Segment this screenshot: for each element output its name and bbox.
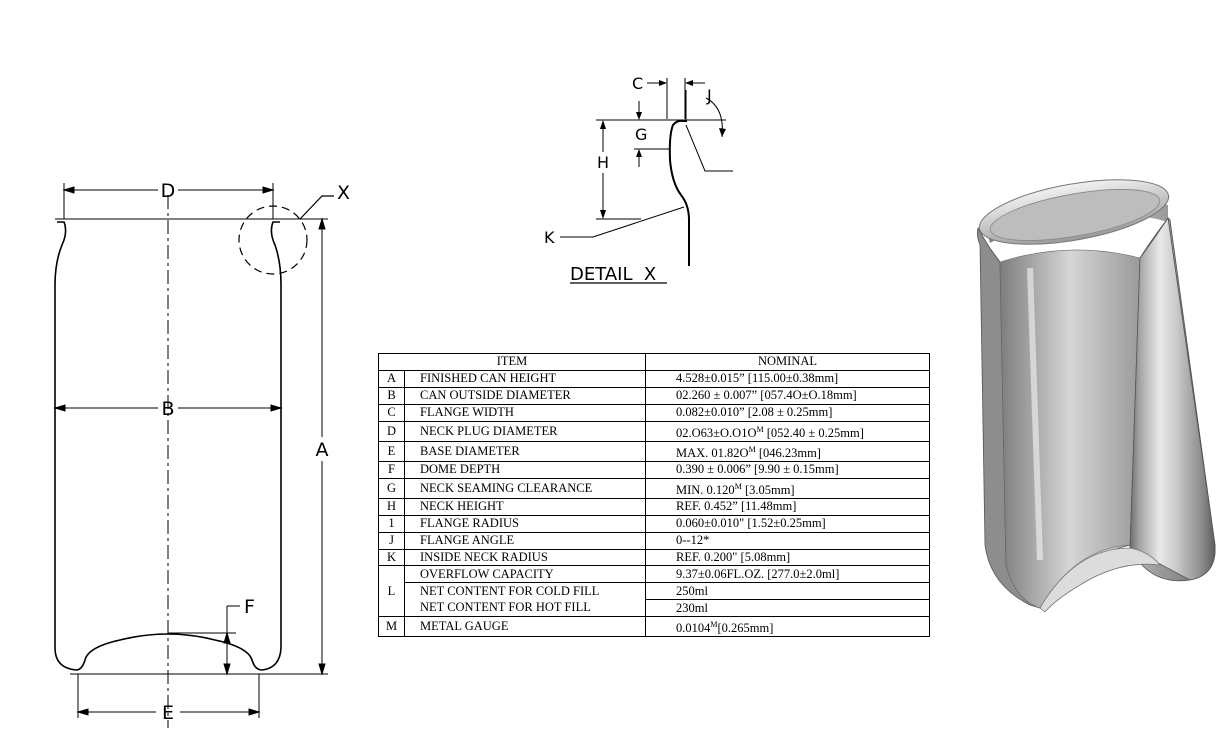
spec-item: INSIDE NECK RADIUS <box>404 548 646 567</box>
can-3d-render <box>976 179 1216 613</box>
spec-letter: L <box>378 565 405 618</box>
spec-letter: J <box>378 531 405 550</box>
dim-label-a: A <box>316 439 329 461</box>
spec-value: 0.082±0.010” [2.08 ± 0.25mm] <box>645 403 930 422</box>
spec-item: NET CONTENT FOR HOT FILL <box>404 599 646 617</box>
detail-label-h: H <box>597 153 609 172</box>
spec-letter: D <box>378 420 405 442</box>
spec-letter: F <box>378 460 405 479</box>
dimension-e <box>76 674 261 718</box>
spec-item: METAL GAUGE <box>404 616 646 638</box>
spec-item: DOME DEPTH <box>404 460 646 479</box>
spec-letter: K <box>378 548 405 567</box>
spec-item: FLANGE WIDTH <box>404 403 646 422</box>
header-nominal: NOMINAL <box>645 353 930 371</box>
spec-item: CAN OUTSIDE DIAMETER <box>404 386 646 405</box>
spec-item: NECK PLUG DIAMETER <box>404 420 646 442</box>
table-header-row: ITEM NOMINAL <box>378 353 930 371</box>
spec-item: FINISHED CAN HEIGHT <box>404 369 646 388</box>
spec-item: NET CONTENT FOR COLD FILL <box>404 582 646 600</box>
spec-value: 02.O63±O.O1OM [052.40 ± 0.25mm] <box>645 420 930 442</box>
dimension-b <box>53 404 283 412</box>
spec-item: BASE DIAMETER <box>404 440 646 462</box>
spec-letter: M <box>378 616 405 638</box>
detail-x-drawing <box>560 78 733 284</box>
dimension-f <box>168 605 240 676</box>
spec-value: 0--12* <box>645 531 930 550</box>
dim-label-b: B <box>161 398 174 420</box>
spec-value: 02.260 ± 0.007” [057.4O±O.18mm] <box>645 386 930 405</box>
spec-value: REF. 0.452” [11.48mm] <box>645 497 930 516</box>
spec-item: FLANGE RADIUS <box>404 514 646 533</box>
spec-letter: H <box>378 497 405 516</box>
detail-label-c: C <box>632 74 643 93</box>
spec-item: FLANGE ANGLE <box>404 531 646 550</box>
spec-item: NECK SEAMING CLEARANCE <box>404 477 646 499</box>
spec-value: 9.37±0.06FL.OZ. [277.0±2.0ml] <box>645 565 930 584</box>
spec-letter: E <box>378 440 405 462</box>
spec-letter: B <box>378 386 405 405</box>
detail-title: DETAIL X <box>570 264 656 285</box>
spec-value: MAX. 01.82OM [046.23mm] <box>645 440 930 462</box>
spec-item: OVERFLOW CAPACITY <box>404 565 646 584</box>
spec-value: 4.528±0.015” [115.00±0.38mm] <box>645 369 930 388</box>
spec-value: REF. 0.200" [5.08mm] <box>645 548 930 567</box>
spec-value: 0.390 ± 0.006” [9.90 ± 0.15mm] <box>645 460 930 479</box>
spec-letter: 1 <box>378 514 405 533</box>
detail-label-g: G <box>635 125 647 144</box>
dimension-d <box>62 183 275 219</box>
spec-value: MIN. 0.120M [3.05mm] <box>645 477 930 499</box>
spec-value: 0.060±0.010" [1.52±0.25mm] <box>645 514 930 533</box>
dim-label-d: D <box>161 180 176 202</box>
dimension-a <box>318 217 326 676</box>
spec-letter: C <box>378 403 405 422</box>
spec-item: NECK HEIGHT <box>404 497 646 516</box>
detail-label-j: J <box>706 86 712 105</box>
header-item: ITEM <box>378 353 646 371</box>
detail-label-k: K <box>544 228 555 247</box>
spec-value: 0.0104M[0.265mm] <box>645 616 930 638</box>
spec-value: 250ml <box>645 582 930 601</box>
spec-letter: G <box>378 477 405 499</box>
detail-callout-x <box>238 195 334 275</box>
dim-label-e: E <box>162 702 174 724</box>
spec-value: 230ml <box>645 599 930 618</box>
dim-label-f: F <box>244 596 255 618</box>
dim-label-x: X <box>337 182 350 204</box>
spec-letter: A <box>378 369 405 388</box>
